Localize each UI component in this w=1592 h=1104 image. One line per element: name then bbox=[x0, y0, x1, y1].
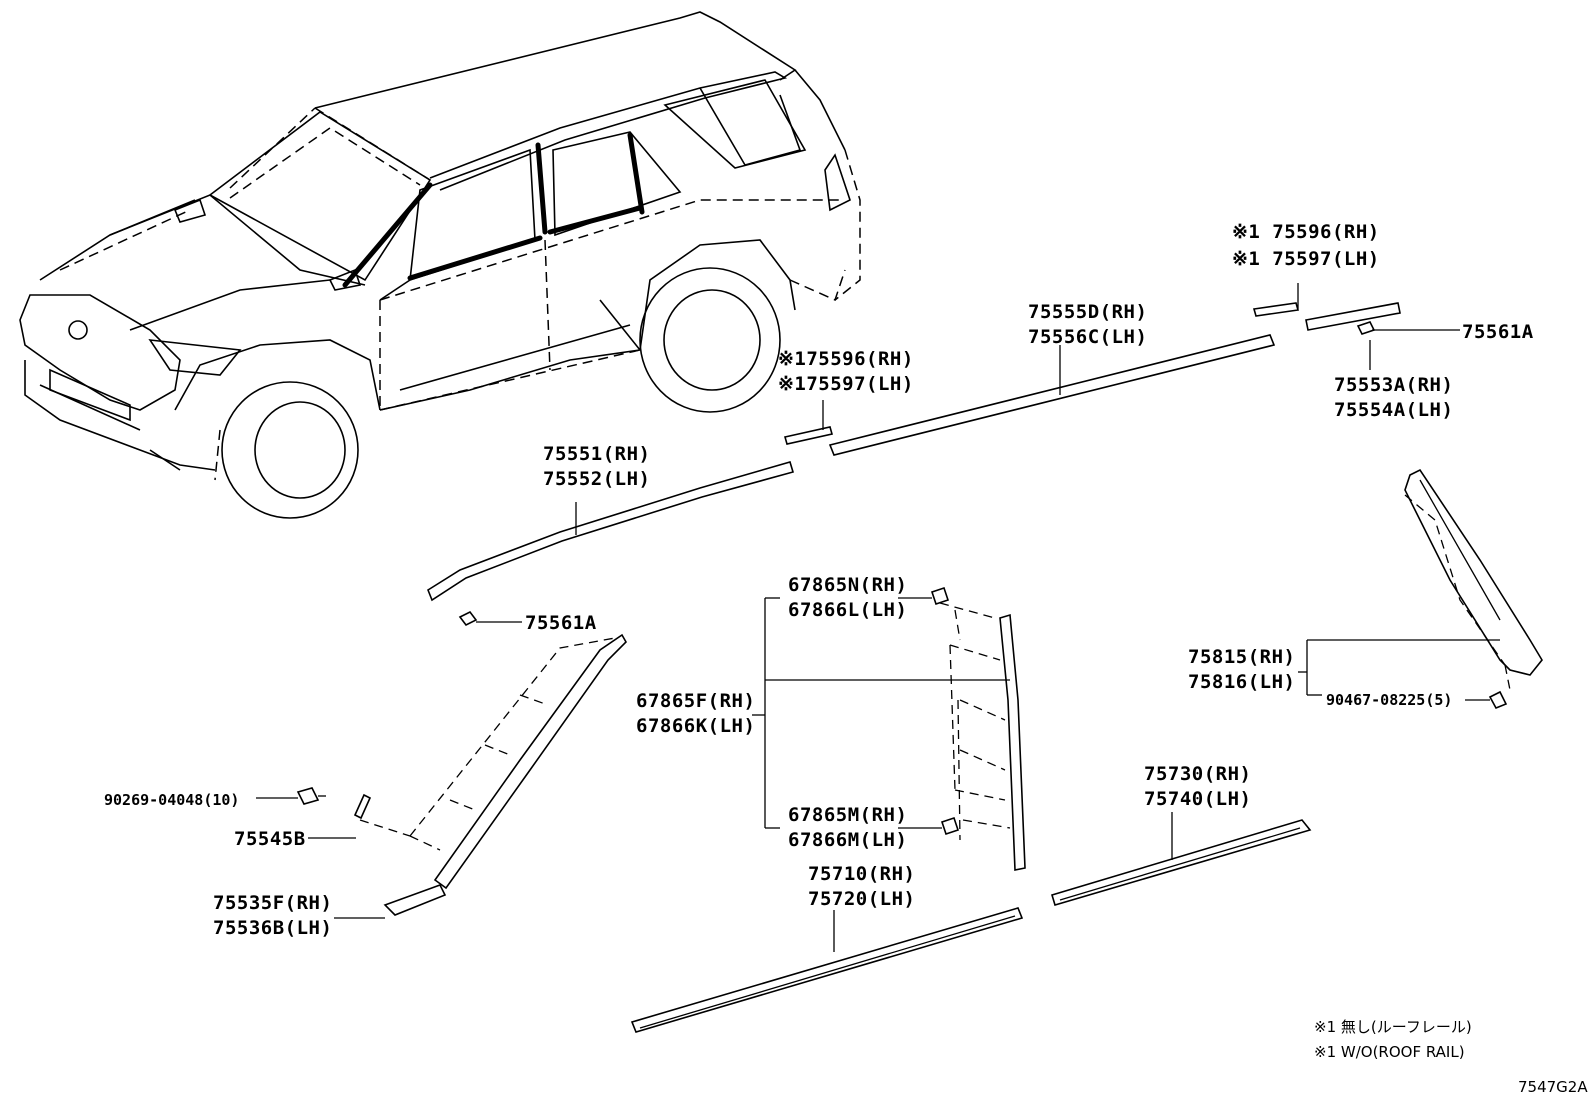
label-67865f-rh: 67865F(RH) bbox=[636, 690, 755, 712]
label-75536b-lh: 75536B(LH) bbox=[213, 917, 332, 939]
label-75545b: 75545B bbox=[234, 828, 306, 850]
label-75816-lh: 75816(LH) bbox=[1188, 671, 1295, 693]
label-75597-lh-mid: ※175597(LH) bbox=[778, 373, 914, 395]
back-door-moulding bbox=[1404, 468, 1543, 676]
vehicle-outline bbox=[19, 11, 861, 519]
leader-lines bbox=[256, 283, 1500, 952]
roof-moulding-rear bbox=[828, 334, 1276, 456]
note-japanese: ※1 無し(ルーフレール) bbox=[1314, 1018, 1472, 1036]
door-frame-dashed-guide bbox=[939, 602, 1011, 841]
belt-moulding-front bbox=[630, 907, 1024, 1033]
label-75551-rh: 75551(RH) bbox=[543, 443, 650, 465]
label-75552-lh: 75552(LH) bbox=[543, 468, 650, 490]
label-75553a-rh: 75553A(RH) bbox=[1334, 374, 1453, 396]
label-75720-lh: 75720(LH) bbox=[808, 888, 915, 910]
label-90269: 90269-04048(10) bbox=[104, 791, 239, 809]
label-75561a-top: 75561A bbox=[1462, 321, 1534, 343]
belt-moulding-rear bbox=[1051, 819, 1312, 906]
moulding-spacer-small-right bbox=[1252, 302, 1300, 317]
door-frame-moulding bbox=[999, 613, 1026, 871]
windshield-moulding bbox=[383, 633, 627, 916]
windshield-dashed-guide bbox=[359, 637, 616, 851]
note-english: ※1 W/O(ROOF RAIL) bbox=[1314, 1043, 1465, 1061]
label-75597-lh-top: ※1 75597(LH) bbox=[1232, 248, 1380, 270]
label-67866k-lh: 67866K(LH) bbox=[636, 715, 755, 737]
roof-moulding-front bbox=[427, 461, 795, 602]
label-67865m-rh: 67865M(RH) bbox=[788, 804, 907, 826]
label-75555d-rh: 75555D(RH) bbox=[1028, 301, 1147, 323]
clip-67865m bbox=[940, 816, 960, 836]
roof-end-cap bbox=[1305, 302, 1401, 331]
back-door-dashed-guide bbox=[1404, 494, 1511, 691]
label-75815-rh: 75815(RH) bbox=[1188, 646, 1295, 668]
label-67865n-rh: 67865N(RH) bbox=[788, 574, 907, 596]
clip-75561a-top bbox=[1356, 321, 1376, 335]
label-75554a-lh: 75554A(LH) bbox=[1334, 399, 1453, 421]
label-75556c-lh: 75556C(LH) bbox=[1028, 326, 1147, 348]
clip-67865n bbox=[930, 586, 950, 606]
part-labels: ※1 75596(RH) ※1 75597(LH) 75555D(RH) 755… bbox=[104, 221, 1534, 939]
label-75596-rh-top: ※1 75596(RH) bbox=[1232, 221, 1380, 243]
clip-75561a-mid bbox=[458, 610, 478, 627]
clip-90467 bbox=[1488, 690, 1508, 710]
label-75561a-mid: 75561A bbox=[525, 612, 597, 634]
label-67866l-lh: 67866L(LH) bbox=[788, 599, 907, 621]
footnotes: ※1 無し(ルーフレール) ※1 W/O(ROOF RAIL) 7547G2A bbox=[1314, 1018, 1588, 1096]
label-75740-lh: 75740(LH) bbox=[1144, 788, 1251, 810]
diagram-code: 7547G2A bbox=[1518, 1078, 1588, 1096]
screw-90269 bbox=[296, 787, 326, 805]
label-67866m-lh: 67866M(LH) bbox=[788, 829, 907, 851]
moulding-spacer-small-left bbox=[783, 426, 834, 445]
label-75535f-rh: 75535F(RH) bbox=[213, 892, 332, 914]
clip-75545b bbox=[353, 793, 372, 820]
label-75596-rh-mid: ※175596(RH) bbox=[778, 348, 914, 370]
label-75710-rh: 75710(RH) bbox=[808, 863, 915, 885]
label-90467: 90467-08225(5) bbox=[1326, 691, 1452, 709]
label-75730-rh: 75730(RH) bbox=[1144, 763, 1251, 785]
